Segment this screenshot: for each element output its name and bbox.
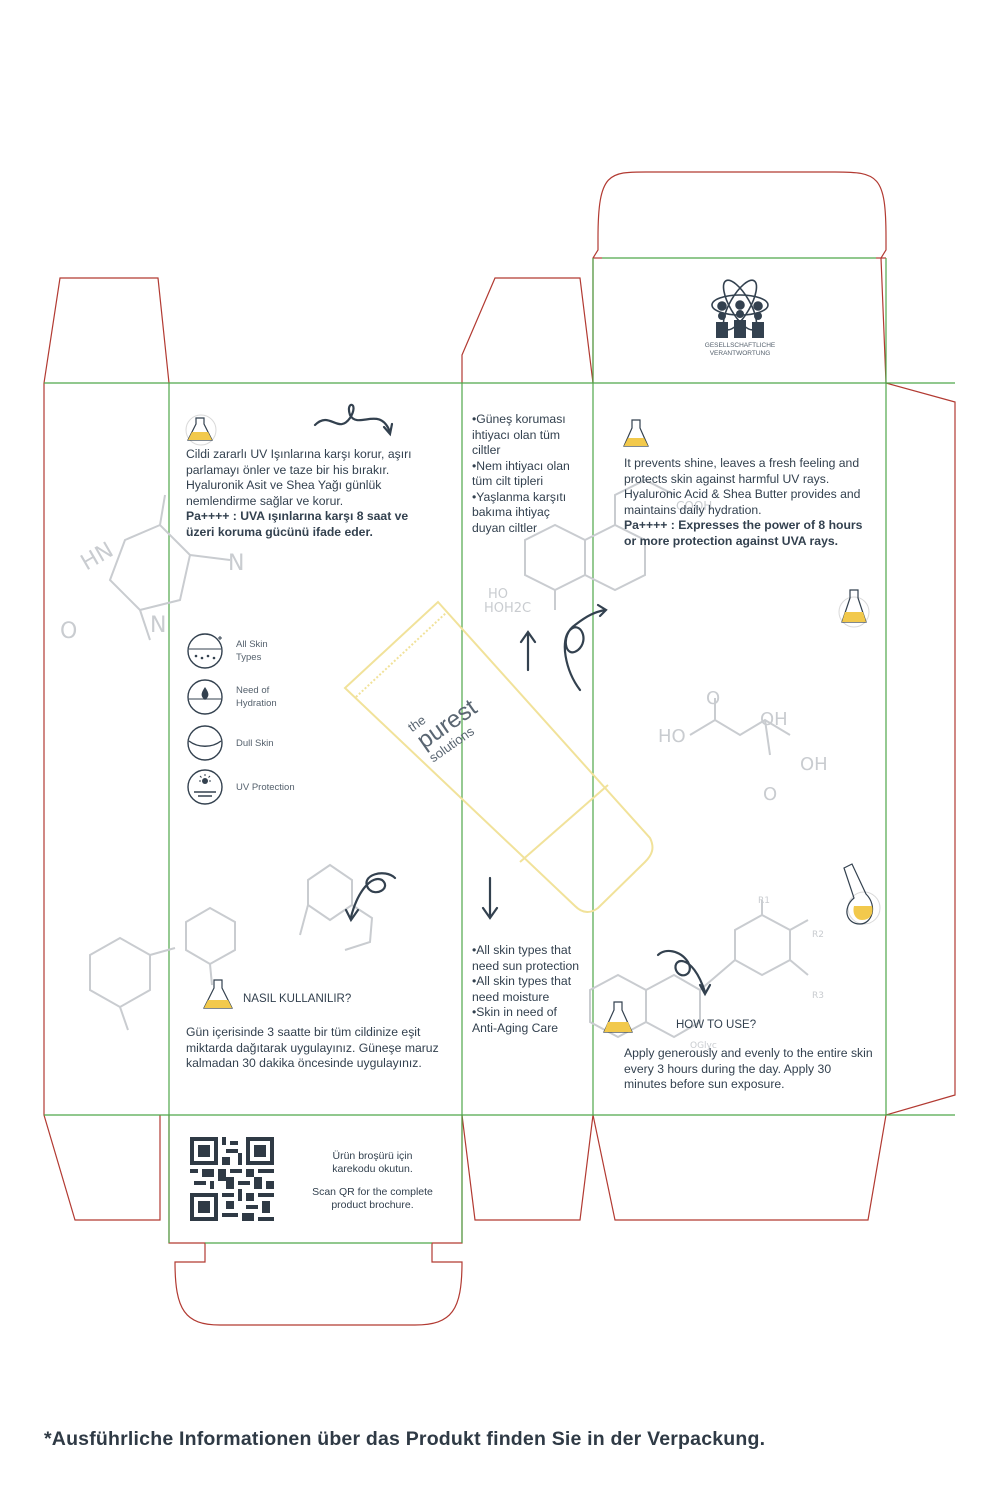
side-tr-item-3: •Yaşlanma karşıtı bakıma ihtiyaç duyan c… [472,489,567,535]
qr-text-en-2: product brochure. [331,1199,414,1211]
csr-label: GESELLSCHAFTLICHE VERANTWORTUNG [690,342,790,358]
chem-hn: HN [77,538,118,576]
hydration-label-2: Hydration [236,698,277,709]
hydration-label-1: Need of [236,685,270,696]
icon-row-dull-skin: Dull Skin [186,724,274,762]
chem-o1: O [60,619,77,644]
hydration-drop-icon [187,679,223,715]
cut-lines [43,171,956,1326]
side-panel-en-list: •All skin types that need sun protection… [472,943,584,1036]
skin-types-label-2: Types [236,652,262,663]
chem-oh2: OH [800,754,828,775]
tr-pa-text: Pa++++ : UVA ışınlarına karşı 8 saat ve … [186,509,409,539]
tr-how-to-title: NASIL KULLANILIR? [243,993,352,1005]
side-tr-item-1: •Güneş koruması ihtiyacı olan tüm ciltle… [472,412,566,457]
en-benefit-text: It prevents shine, leaves a fresh feelin… [624,456,869,549]
chem-o2: O [706,688,720,709]
curly-arrows [313,403,712,997]
qr-text-en-1: Scan QR for the complete [312,1186,433,1198]
flask-icons [185,414,881,1033]
side-en-item-2: •All skin types that need moisture [472,974,572,1004]
chem-r1: R1 [758,896,770,906]
csr-logo [711,279,769,338]
flask-icon-5 [203,979,233,1009]
qr-caption: Ürün broşürü için karekodu okutun. Scan … [295,1150,450,1212]
chem-r3: R3 [812,991,824,1001]
dull-skin-label: Dull Skin [236,737,274,749]
fold-lines [44,257,955,1244]
flask-icon-2 [623,419,649,447]
csr-line-2: VERANTWORTUNG [709,350,771,357]
side-en-item-1: •All skin types that need sun protection [472,943,580,973]
flask-icon-6 [603,1001,633,1033]
chem-structures [89,478,809,1039]
chem-ho1: HO [488,587,508,602]
skin-types-icon [187,633,223,669]
qr-text-tr-2: karekodu okutun. [332,1163,413,1175]
flask-icon-1 [185,414,217,446]
side-en-item-3: •Skin in need of Anti-Aging Care [472,1005,559,1035]
en-how-to-text: Apply generously and evenly to the entir… [624,1046,873,1091]
chem-n1: N [228,551,244,576]
chem-n2: N [150,613,166,638]
skin-types-label-1: All Skin [236,639,268,650]
chem-o3: O [763,784,777,805]
chem-r2: R2 [812,930,824,940]
qr-text-tr-1: Ürün broşürü için [332,1150,413,1162]
chem-oglyc: OGlyc [690,1041,717,1051]
chem-hoh2c: HOH2C [484,601,531,616]
qr-code-icon[interactable] [190,1137,274,1221]
en-how-to-title: HOW TO USE? [676,1019,757,1031]
flask-icon-4 [843,863,881,925]
uv-protection-icon [187,769,223,805]
cream-tube [343,600,654,913]
dull-skin-icon [187,725,223,761]
chem-cooh: COOH [676,499,712,513]
side-tr-item-2: •Nem ihtiyacı olan tüm cilt tipleri [472,458,570,489]
csr-line-1: GESELLSCHAFTLICHE [704,342,776,349]
tr-benefit-text: Cildi zararlı UV Işınlarına karşı korur,… [186,447,436,540]
icon-row-hydration: Need of Hydration [186,678,277,716]
icon-row-uv: UV Protection [186,768,295,806]
uv-protection-label: UV Protection [236,781,295,793]
footnote: *Ausführliche Informationen über das Pro… [44,1428,766,1450]
flask-icon-3 [838,589,870,628]
en-pa-text: Pa++++ : Expresses the power of 8 hours … [624,518,863,548]
chem-ho2: HO [658,726,686,747]
chem-oh1: OH [760,709,788,730]
side-panel-tr-list: •Güneş koruması ihtiyacı olan tüm ciltle… [472,412,584,536]
tr-how-to-text: Gün içerisinde 3 saatte bir tüm cildiniz… [186,1025,439,1070]
